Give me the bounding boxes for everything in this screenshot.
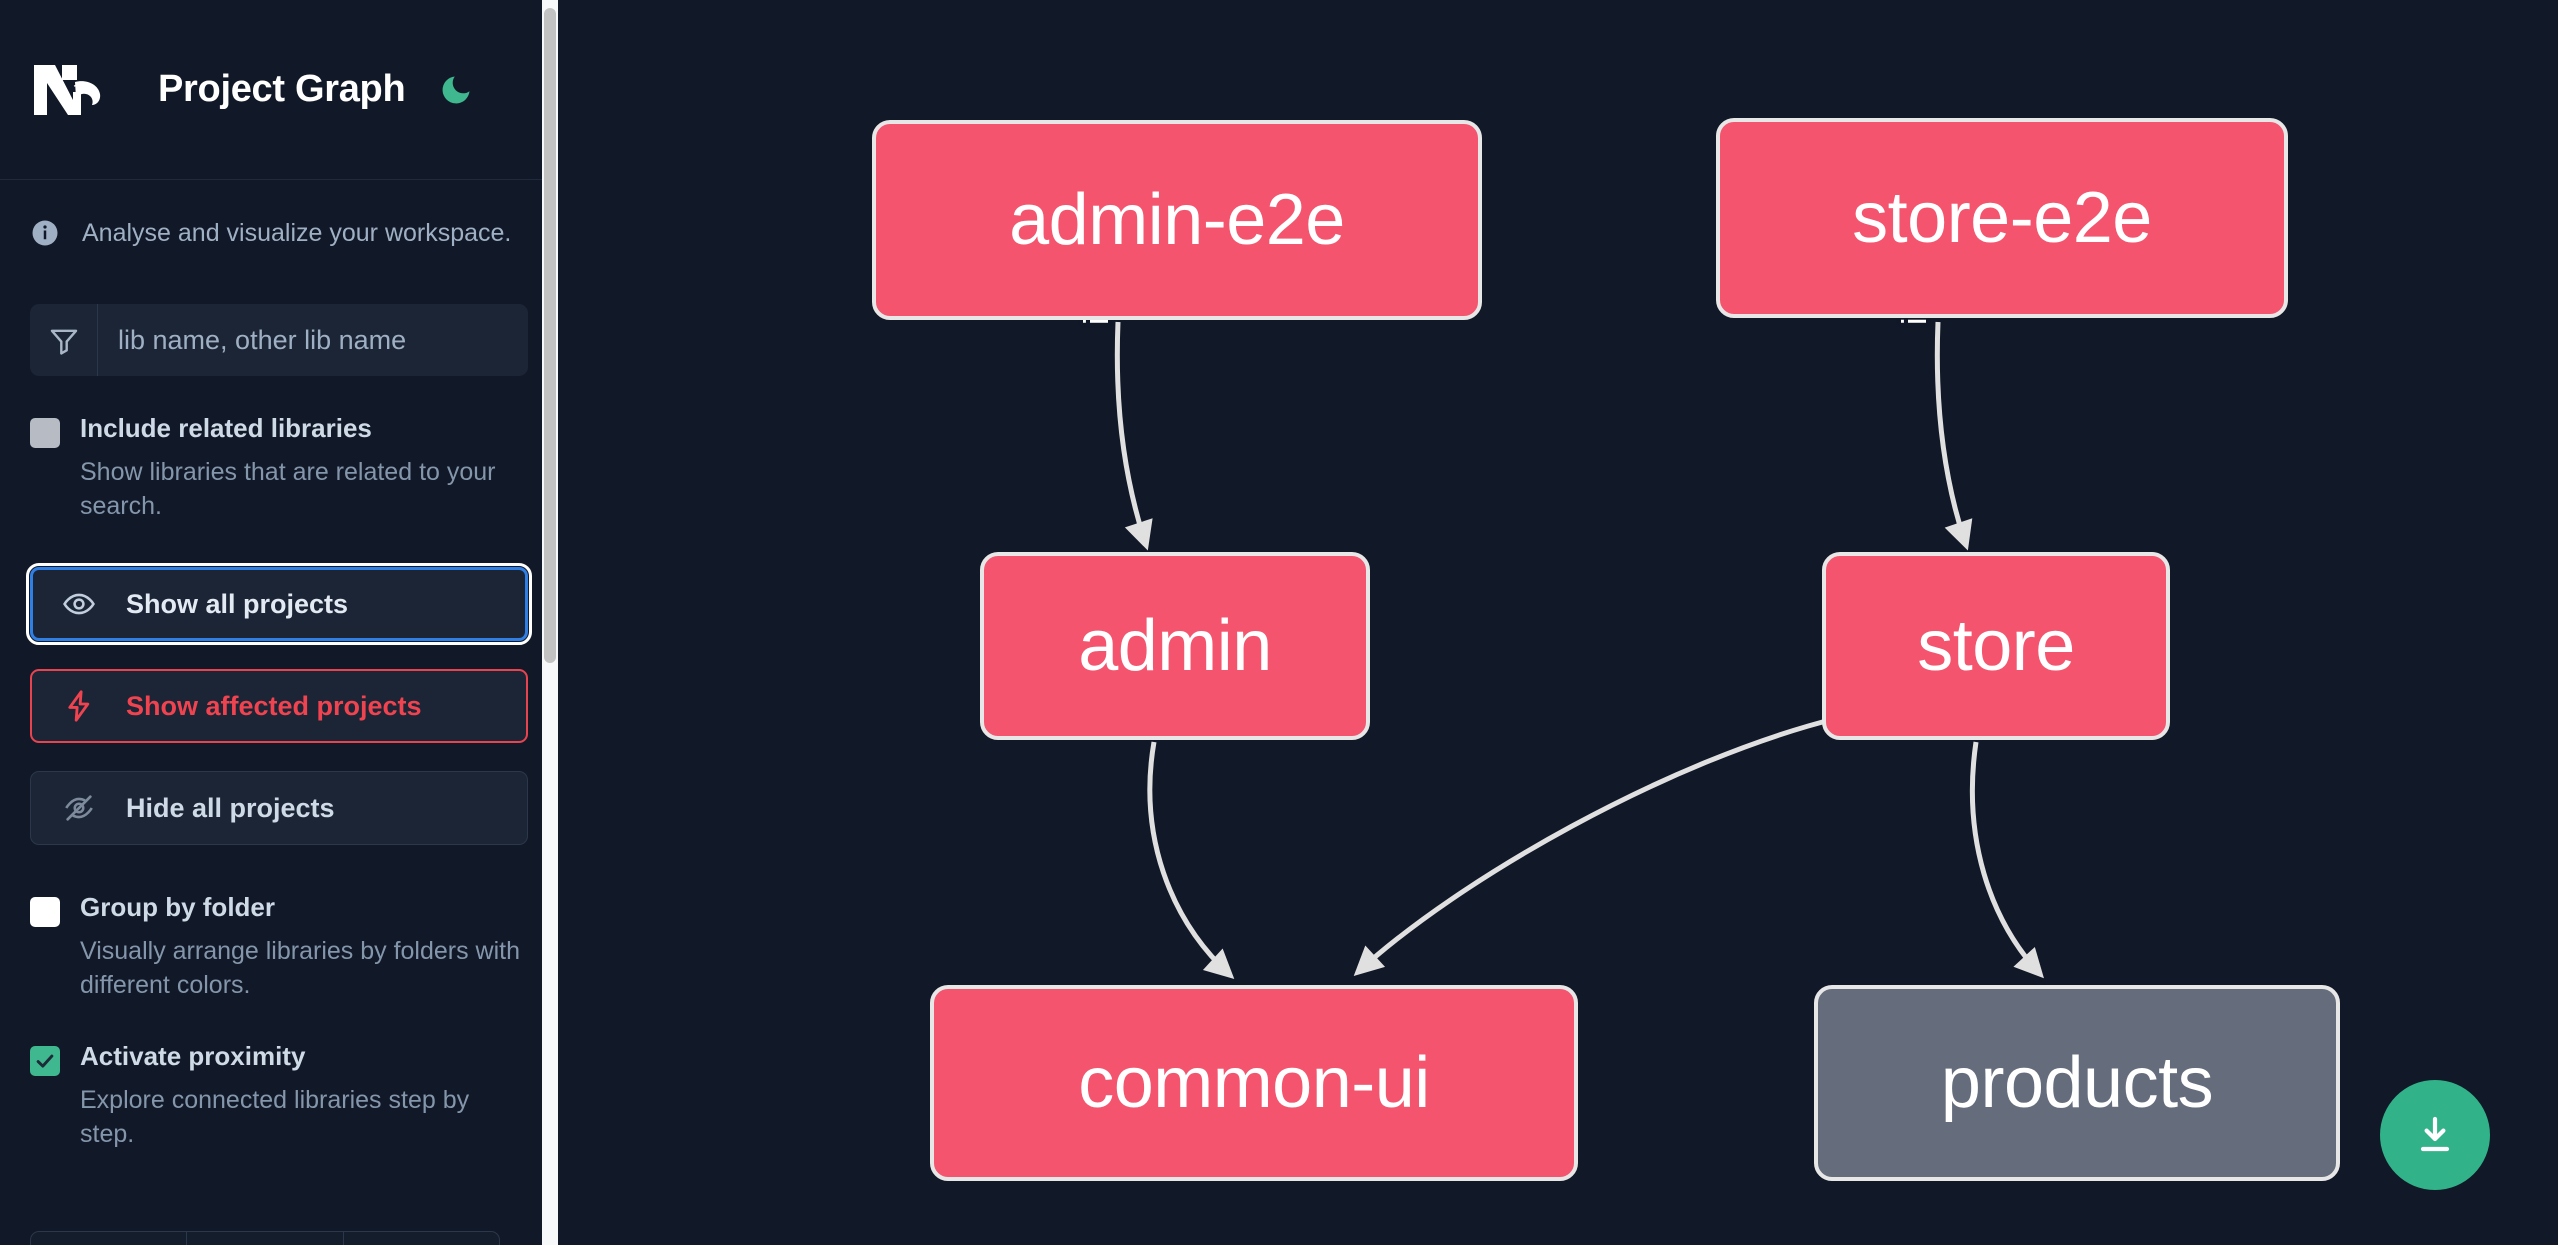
edge-admin-to-common-ui — [1147, 741, 1235, 979]
graph-node-admin[interactable]: admin — [980, 552, 1370, 740]
graph-node-products-label: products — [1940, 1043, 2214, 1123]
show-all-projects-label: Show all projects — [126, 588, 349, 619]
include-related-libraries-label: Include related libraries — [80, 413, 372, 443]
info-icon — [32, 220, 58, 246]
moon-icon[interactable] — [435, 69, 477, 111]
check-icon — [36, 1054, 54, 1068]
proximity-value — [187, 1232, 344, 1245]
group-by-folder-checkbox[interactable] — [30, 897, 60, 927]
graph-node-admin-label: admin — [1078, 606, 1272, 686]
moon-icon-glyph — [442, 76, 470, 103]
graph-node-common-ui[interactable]: common-ui — [930, 985, 1578, 1181]
option-include-related-libraries: Include related libraries Show libraries… — [30, 413, 528, 523]
graph-node-products[interactable]: products — [1814, 985, 2340, 1181]
edge-store-to-common-ui — [1353, 715, 1839, 976]
sidebar-scrollbar-thumb[interactable] — [544, 8, 556, 663]
graph-node-store-e2e-label: store-e2e — [1852, 178, 2152, 258]
graph-node-store-e2e[interactable]: store-e2e — [1716, 118, 2288, 318]
option-activate-proximity: Activate proximity Explore connected lib… — [30, 1041, 528, 1151]
proximity-increase-button[interactable] — [344, 1232, 499, 1245]
sidebar: Project Graph Analyse and visualize your… — [0, 0, 558, 1245]
graph-canvas[interactable]: implicit implicit admin-e2e store-e2e ad… — [558, 0, 2558, 1245]
show-affected-projects-label: Show affected projects — [126, 690, 422, 721]
download-image-button[interactable] — [2380, 1080, 2490, 1190]
tagline: Analyse and visualize your workspace. — [0, 180, 558, 248]
edge-store-to-products — [1969, 741, 2044, 979]
group-by-folder-label: Group by folder — [80, 892, 275, 922]
eye-icon — [60, 585, 98, 623]
download-icon — [2420, 1116, 2450, 1152]
filter-input-group — [30, 304, 528, 376]
edge-store-e2e-to-store — [1934, 321, 1973, 551]
project-visibility-buttons: Show all projects Show affected projects — [26, 563, 532, 845]
page-title: Project Graph — [158, 68, 406, 110]
option-group-by-folder: Group by folder Visually arrange librari… — [30, 892, 528, 1002]
group-by-folder-description: Visually arrange libraries by folders wi… — [80, 937, 521, 999]
graph-node-store-label: store — [1917, 606, 2075, 686]
include-related-libraries-checkbox[interactable] — [30, 418, 60, 448]
graph-node-admin-e2e[interactable]: admin-e2e — [872, 120, 1482, 320]
show-all-projects-button[interactable]: Show all projects — [26, 563, 532, 645]
graph-node-common-ui-label: common-ui — [1078, 1043, 1430, 1123]
search-input[interactable] — [98, 304, 528, 376]
hide-all-projects-button[interactable]: Hide all projects — [30, 771, 528, 845]
hide-all-projects-label: Hide all projects — [126, 792, 335, 823]
activate-proximity-checkbox[interactable] — [30, 1046, 60, 1076]
funnel-icon-glyph — [50, 329, 77, 355]
include-related-libraries-description: Show libraries that are related to your … — [80, 458, 496, 520]
activate-proximity-description: Explore connected libraries step by step… — [80, 1086, 470, 1148]
proximity-stepper-group[interactable] — [30, 1231, 500, 1245]
proximity-decrease-button[interactable] — [31, 1232, 188, 1245]
lightning-icon — [60, 687, 98, 725]
graph-edges — [1114, 321, 2044, 979]
graph-node-store[interactable]: store — [1822, 552, 2170, 740]
eye-off-icon — [60, 789, 98, 827]
edge-admin-e2e-to-admin — [1114, 321, 1153, 551]
sidebar-header: Project Graph — [0, 0, 558, 180]
funnel-icon — [30, 304, 98, 376]
activate-proximity-label: Activate proximity — [80, 1041, 306, 1071]
tagline-text: Analyse and visualize your workspace. — [82, 218, 512, 247]
sidebar-scrollbar[interactable] — [542, 0, 558, 1245]
nx-logo — [34, 64, 101, 115]
show-affected-projects-button[interactable]: Show affected projects — [30, 669, 528, 743]
graph-node-admin-e2e-label: admin-e2e — [1009, 180, 1345, 260]
